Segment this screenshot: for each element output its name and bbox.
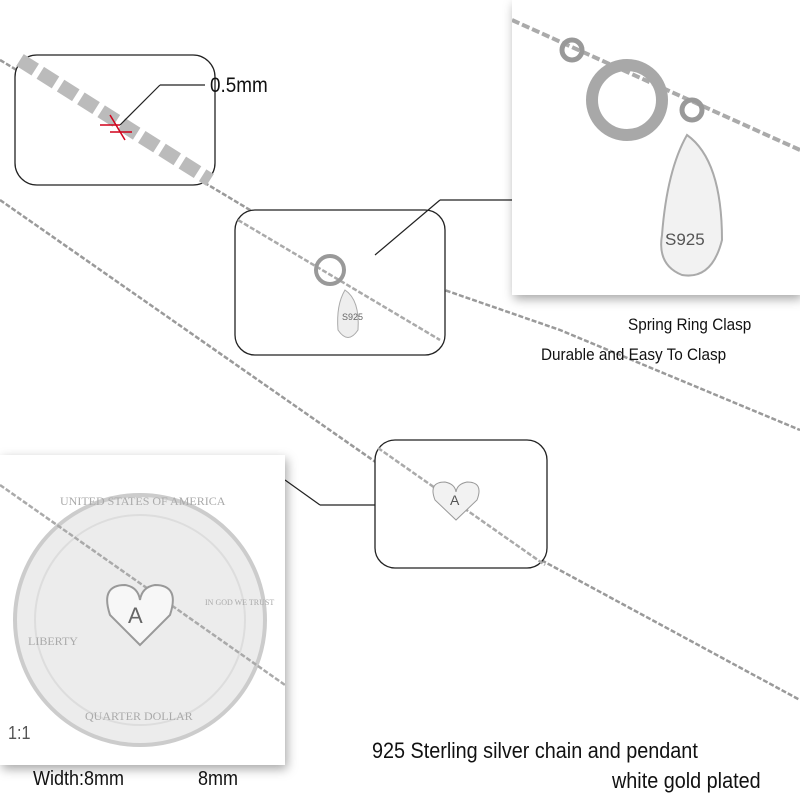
height-label: 8mm (198, 768, 239, 790)
coin-text-liberty: LIBERTY (28, 634, 78, 648)
clasp-detail-box (234, 209, 446, 356)
clasp-closeup-panel: S925 (511, 0, 800, 295)
material-caption-line2: white gold plated (612, 768, 761, 793)
svg-text:A: A (128, 603, 143, 628)
coin-text-top: UNITED STATES OF AMERICA (60, 494, 226, 508)
width-label: Width:8mm (33, 768, 125, 790)
clasp-caption-line2: Durable and Easy To Clasp (541, 345, 727, 364)
small-tag-text: S925 (342, 312, 363, 322)
material-caption-line1: 925 Sterling silver chain and pendant (372, 738, 698, 763)
clasp-tag-text: S925 (665, 230, 705, 249)
coin-image: A UNITED STATES OF AMERICA LIBERTY IN GO… (0, 483, 286, 747)
coin-comparison-panel: A UNITED STATES OF AMERICA LIBERTY IN GO… (0, 455, 286, 765)
coin-text-bottom: QUARTER DOLLAR (85, 709, 193, 723)
scale-label: 1:1 (8, 723, 31, 743)
svg-text:A: A (450, 492, 460, 508)
clasp-caption-line1: Spring Ring Clasp (628, 315, 752, 334)
coin-text-motto: IN GOD WE TRUST (205, 598, 274, 607)
clasp-closeup-image: S925 (511, 18, 800, 277)
thickness-label: 0.5mm (210, 74, 268, 97)
